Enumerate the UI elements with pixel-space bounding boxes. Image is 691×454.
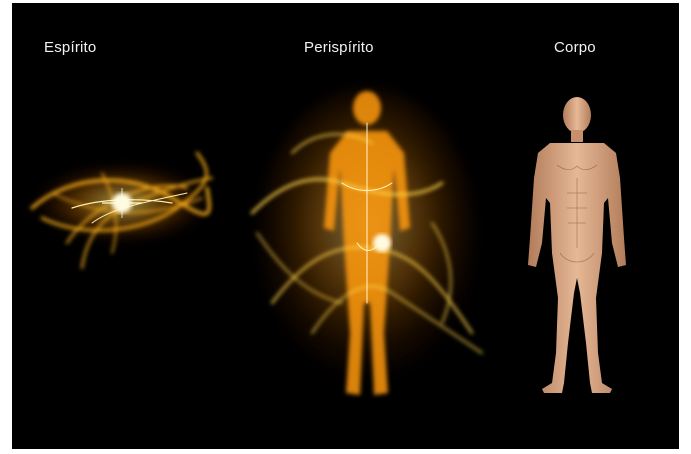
human-body-icon [528,97,626,393]
spirit-energy-swirl-icon [32,153,212,268]
body-label: Corpo [554,39,596,56]
spirit-label: Espírito [44,39,96,56]
illustration-canvas [12,3,679,449]
perispirit-label: Perispírito [304,39,374,56]
glowing-human-silhouette-icon [252,88,482,395]
illustration-frame: Espírito Perispírito Corpo [12,3,679,449]
